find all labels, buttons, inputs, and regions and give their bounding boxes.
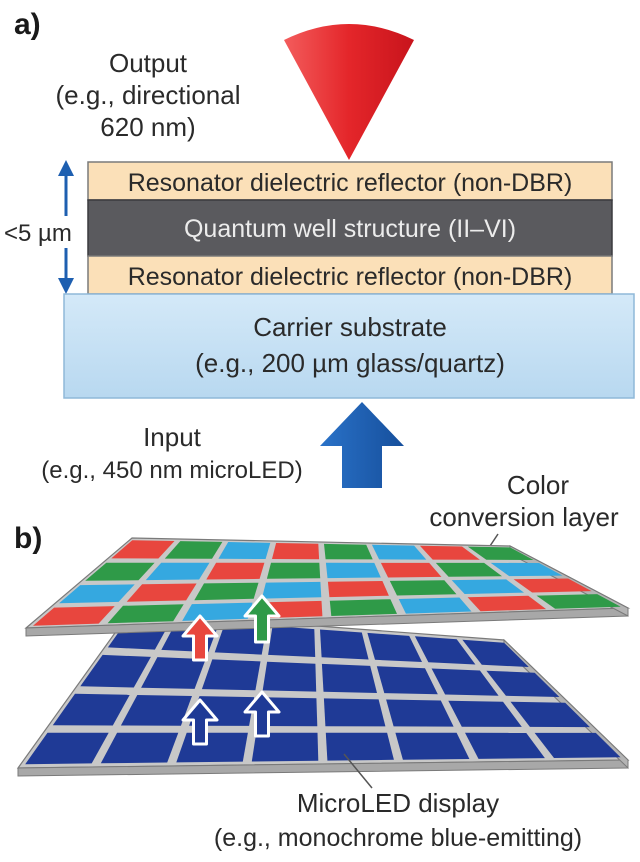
color-conversion-label-line2: conversion layer	[429, 502, 619, 532]
conversion-pixel	[107, 604, 184, 624]
conversion-pixel	[272, 543, 320, 560]
display-pixel	[431, 668, 499, 696]
display-pixel	[52, 693, 130, 726]
display-pixel	[100, 732, 179, 764]
display-pixel	[534, 732, 621, 758]
conversion-pixel	[419, 545, 480, 560]
display-pixel	[395, 732, 470, 760]
red-emission-arrow	[181, 614, 219, 662]
display-pixel	[465, 732, 545, 759]
microled-display-leader	[343, 753, 373, 789]
output-title: Output	[109, 48, 188, 78]
input-arrow	[320, 402, 404, 488]
conversion-pixel	[206, 562, 265, 580]
bottom-reflector-label: Resonator dielectric reflector (non-DBR)	[128, 263, 573, 291]
conversion-pixel	[182, 602, 253, 621]
input-title: Input	[143, 422, 202, 452]
conversion-pixel	[126, 583, 197, 602]
display-pixel	[268, 626, 316, 657]
display-pixel	[376, 666, 438, 695]
display-pixel	[320, 629, 369, 660]
conversion-pixel	[467, 595, 547, 612]
display-pixel	[448, 700, 522, 727]
conversion-pixel	[145, 562, 210, 581]
display-pixel	[510, 701, 590, 728]
input-example: (e.g., 450 nm microLED)	[41, 457, 302, 484]
carrier-substrate	[63, 293, 635, 399]
display-pixel	[323, 698, 386, 727]
substrate-title: Carrier substrate	[253, 312, 447, 342]
conversion-pixel	[194, 582, 259, 601]
display-pixel	[262, 661, 317, 692]
display-pixel	[321, 663, 377, 693]
display-pixel	[214, 622, 267, 655]
quantum-well-label: Quantum well structure (II–VI)	[184, 215, 516, 243]
top-reflector-label: Resonator dielectric reflector (non-DBR)	[128, 169, 573, 197]
conversion-pixel	[513, 578, 592, 593]
display-pixel	[120, 695, 192, 726]
panel-b-label: b)	[14, 522, 42, 555]
conversion-pixel	[380, 562, 442, 578]
microled-display-example: (e.g., monochrome blue-emitting)	[214, 824, 582, 852]
display-pixel	[486, 670, 560, 697]
conversion-pixel	[85, 562, 155, 581]
display-pixel	[80, 654, 151, 688]
output-wavelength: 620 nm)	[100, 112, 195, 142]
display-pixel	[201, 659, 261, 691]
blue-emission-arrow-left	[181, 698, 219, 746]
conversion-pixel	[266, 562, 321, 579]
conversion-pixel	[389, 580, 457, 596]
conversion-pixel	[467, 546, 534, 560]
conversion-pixel	[261, 581, 322, 599]
conversion-pixel	[325, 562, 381, 579]
conversion-pixel	[33, 606, 115, 626]
bottom-reflector-layer	[87, 255, 613, 295]
conversion-pixel	[111, 540, 175, 559]
microled-display-title: MicroLED display	[297, 788, 499, 818]
display-pixel	[251, 732, 319, 762]
conversion-pixel	[164, 541, 223, 559]
conversion-pixel	[435, 562, 502, 577]
emission-arrows	[181, 594, 281, 746]
panel-a-label: a)	[14, 8, 41, 41]
display-pixel	[386, 699, 454, 727]
conversion-pixel	[59, 584, 135, 604]
conversion-pixel	[536, 594, 621, 609]
thickness-dimension-arrow	[58, 160, 74, 294]
display-pixel	[141, 657, 206, 689]
color-conversion-layer	[24, 537, 631, 637]
substrate-example: (e.g., 200 µm glass/quartz)	[195, 348, 505, 378]
output-example: (e.g., directional	[56, 80, 241, 110]
conversion-pixel	[451, 579, 524, 594]
output-emission-cone	[284, 24, 414, 160]
conversion-pixel	[324, 543, 373, 560]
top-reflector-layer	[87, 161, 613, 201]
color-conversion-label-line1: Color	[507, 470, 569, 500]
conversion-pixel	[398, 597, 472, 614]
display-pixel	[367, 632, 422, 662]
conversion-pixel	[490, 562, 563, 577]
conversion-pixel	[371, 544, 427, 560]
thickness-label: <5 µm	[4, 220, 72, 247]
display-pixel	[462, 639, 529, 667]
blue-emission-arrow-right	[243, 690, 281, 738]
microled-display-layer	[16, 611, 630, 777]
conversion-pixel	[329, 599, 397, 616]
conversion-pixel	[218, 542, 271, 559]
conversion-pixel	[327, 581, 389, 598]
display-pixel	[414, 636, 476, 665]
display-pixel	[325, 732, 394, 761]
green-emission-arrow	[243, 594, 281, 644]
display-pixel	[25, 732, 109, 765]
display-pixel	[176, 732, 248, 763]
